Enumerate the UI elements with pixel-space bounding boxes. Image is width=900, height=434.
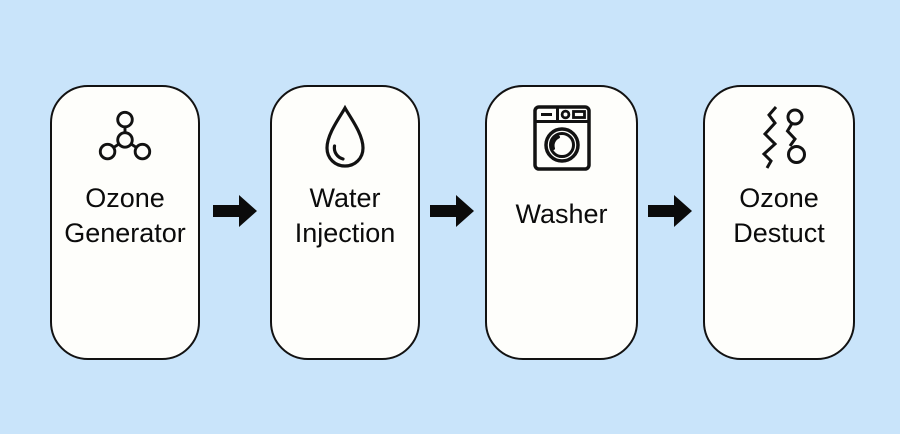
- molecule-icon: [94, 99, 156, 177]
- arrow-right-icon: [648, 195, 692, 227]
- step-label-ozone-generator: Ozone Generator: [64, 183, 186, 248]
- step-label-ozone-destruct: Ozone Destuct: [733, 183, 825, 248]
- step-box-washer: Washer: [485, 85, 638, 360]
- arrow-right-icon: [430, 195, 474, 227]
- step-box-ozone-generator: Ozone Generator: [50, 85, 200, 360]
- step-label-water-injection: Water Injection: [294, 183, 396, 248]
- washing-machine-icon: [532, 99, 592, 177]
- water-drop-icon: [321, 99, 369, 177]
- step-box-water-injection: Water Injection: [270, 85, 420, 360]
- ozone-sparks-icon: [751, 99, 807, 177]
- arrow-right-icon: [213, 195, 257, 227]
- step-label-washer: Washer: [515, 199, 608, 229]
- step-box-ozone-destruct: Ozone Destuct: [703, 85, 855, 360]
